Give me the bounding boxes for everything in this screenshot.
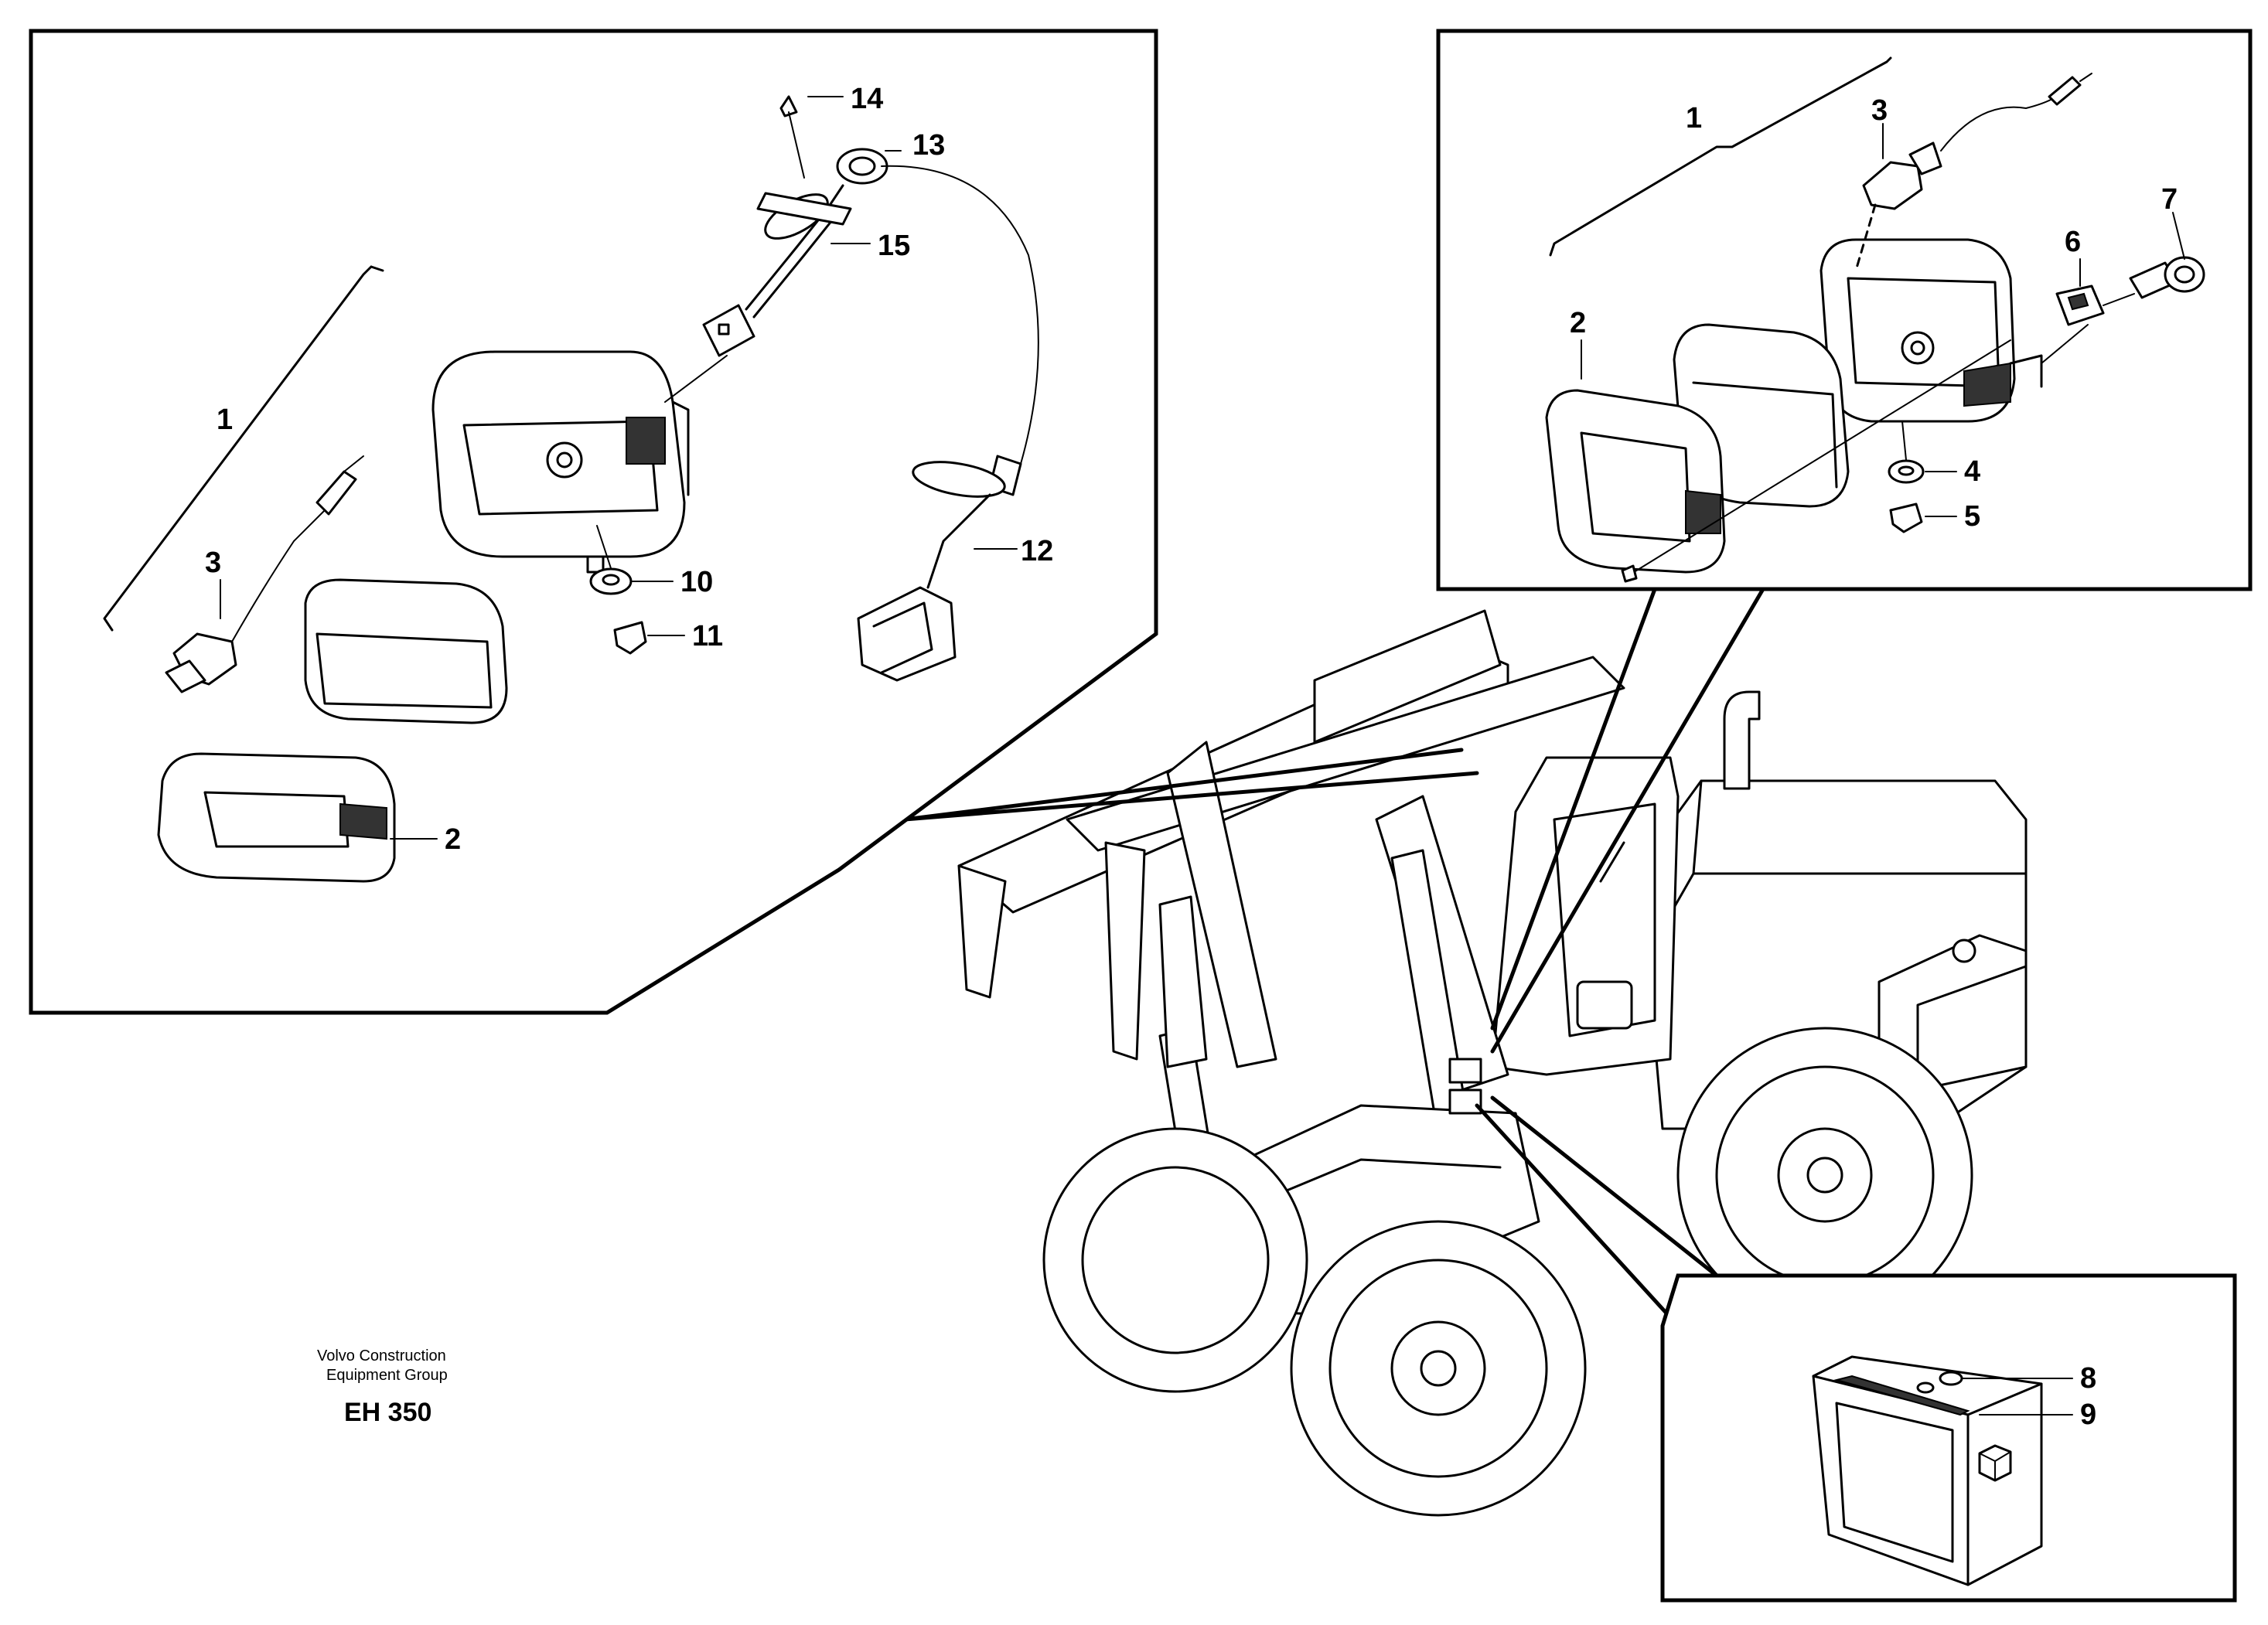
callout-11: 11 [692, 620, 723, 652]
callout-8: 8 [2080, 1362, 2096, 1395]
lamp-lens [304, 578, 508, 724]
callout-5: 5 [1964, 500, 1980, 533]
connector [2041, 256, 2205, 364]
detail-panel-left: 14 13 15 1 3 10 11 12 2 [29, 29, 1158, 1015]
credit-line-1: Volvo Construction [317, 1347, 446, 1364]
lamp-housing [1820, 238, 2043, 423]
detail-panel-bottom-right: 8 9 [1660, 1273, 2237, 1603]
callout-15: 15 [878, 230, 910, 262]
credit-block: Volvo Construction Equipment Group EH 35… [317, 1347, 448, 1427]
screw [1627, 339, 2011, 577]
callouts-box: 8 9 [1962, 1362, 2096, 1431]
callouts-left: 14 13 15 1 3 10 11 12 2 [205, 83, 1053, 856]
leader-lines [902, 587, 1765, 1328]
callout-1: 1 [1686, 102, 1702, 135]
group-bracket [1549, 56, 1892, 257]
callout-12: 12 [1021, 535, 1053, 567]
callout-4: 4 [1964, 455, 1980, 488]
callout-2: 2 [1570, 307, 1586, 339]
detail-panel-right: 1 3 7 6 2 4 5 [1436, 29, 2253, 591]
callout-13: 13 [912, 129, 945, 162]
nut [613, 621, 647, 655]
callout-6: 6 [2065, 226, 2081, 258]
callout-2: 2 [445, 823, 461, 856]
callout-3: 3 [205, 547, 221, 579]
diagram-code: EH 350 [344, 1398, 431, 1427]
wiring-harness [664, 95, 1039, 682]
callout-10: 10 [680, 566, 713, 598]
callout-7: 7 [2161, 183, 2178, 216]
lamp-rim [157, 752, 396, 883]
callout-1: 1 [217, 404, 233, 436]
bulb [1854, 73, 2092, 272]
washer [1888, 459, 1925, 484]
callout-14: 14 [851, 83, 883, 115]
credit-line-2: Equipment Group [326, 1367, 448, 1384]
lamp-housing [431, 350, 690, 574]
bulb [165, 455, 364, 693]
lamp-box [1812, 1355, 2043, 1586]
group-bracket [103, 265, 384, 632]
nut [1889, 502, 1923, 533]
callouts-right: 1 3 7 6 2 4 5 [1570, 94, 2185, 533]
lamp-rim [1545, 389, 1726, 574]
callout-3: 3 [1871, 94, 1888, 127]
washer [589, 567, 633, 595]
callout-9: 9 [2080, 1398, 2096, 1431]
